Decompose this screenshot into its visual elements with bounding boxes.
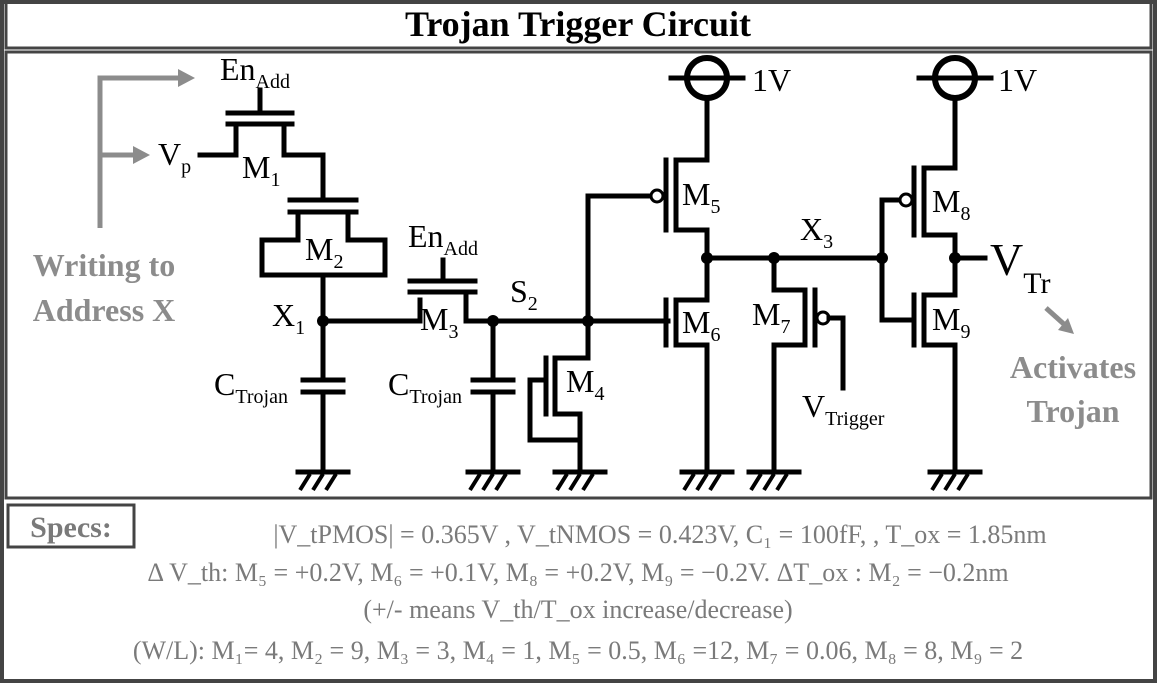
m9-label: M9 [932, 301, 970, 343]
transistor-m3 [407, 257, 591, 324]
ctrojan-label-2: CTrojan [388, 366, 462, 408]
vdd-label-2: 1V [998, 62, 1037, 98]
m6-label: M6 [682, 304, 720, 346]
transistor-m8 [898, 165, 958, 261]
ground-symbol-2 [465, 469, 521, 492]
vp-label: Vp [158, 136, 191, 178]
transistor-m4 [527, 318, 591, 475]
vdd-symbol-2 [916, 55, 994, 171]
capacitor-ctrojan-1 [300, 377, 346, 475]
vtr-label: VTr [990, 234, 1051, 300]
header-box [4, 0, 1153, 50]
specs-line-4: (W/L): M₁= 4, M₂ = 9, M₃ = 3, M₄ = 1, M₅… [133, 636, 1023, 665]
ground-symbol-6 [927, 469, 983, 492]
m7-label: M7 [752, 296, 790, 338]
en-add-label-2: EnAdd [408, 218, 478, 260]
ground-symbol-5 [746, 469, 802, 492]
ground-symbol-4 [679, 469, 735, 492]
specs-line-2: Δ V_th: M₅ = +0.2V, M₆ = +0.1V, M₈ = +0.… [147, 558, 1008, 587]
ground-symbol-3 [552, 469, 608, 492]
transistor-m6 [663, 255, 710, 475]
x3-label: X3 [800, 211, 833, 253]
diagram-title: Trojan Trigger Circuit [405, 4, 751, 44]
x1-label: X1 [272, 297, 305, 339]
m1-label: M1 [242, 149, 280, 191]
circuit-box [4, 50, 1153, 500]
transistor-m1 [197, 87, 326, 203]
vdd-symbol-1 [668, 55, 746, 163]
specs-line-3: (+/- means V_th/T_ox increase/decrease) [363, 595, 792, 624]
vdd-label-1: 1V [752, 62, 791, 98]
specs-line-1: |V_tPMOS| = 0.365V , V_tNMOS = 0.423V, C… [273, 520, 1046, 549]
writing-label-line2: Address X [33, 292, 176, 328]
ground-symbol-1 [295, 469, 351, 492]
en-add-label-1: EnAdd [220, 51, 290, 93]
m3-label: M3 [420, 301, 458, 343]
m8-label: M8 [932, 183, 970, 225]
activates-arrow-icon [1044, 306, 1074, 334]
m5-label: M5 [682, 176, 720, 218]
wire-s2-m5-gate [585, 193, 653, 324]
capacitor-ctrojan-2 [470, 318, 516, 475]
activates-label-line1: Activates [1010, 349, 1136, 385]
transistor-m5 [649, 157, 710, 261]
s2-label: S2 [510, 273, 538, 315]
m2-label: M2 [305, 231, 343, 273]
transistor-m7 [771, 255, 846, 475]
transistor-m9 [911, 255, 958, 475]
writing-label-line1: Writing to [33, 247, 176, 283]
specs-heading: Specs: [30, 511, 112, 544]
write-arrows [97, 69, 195, 228]
ctrojan-label-1: CTrojan [214, 366, 288, 408]
specs-heading-box [6, 503, 136, 549]
m4-label: M4 [566, 363, 604, 405]
transistor-m2 [259, 197, 388, 383]
wire-x1-m3 [320, 297, 423, 324]
vtrigger-label: VTrigger [802, 388, 885, 430]
wire-inv2-gates [879, 197, 915, 323]
activates-label-line2: Trojan [1026, 393, 1119, 429]
